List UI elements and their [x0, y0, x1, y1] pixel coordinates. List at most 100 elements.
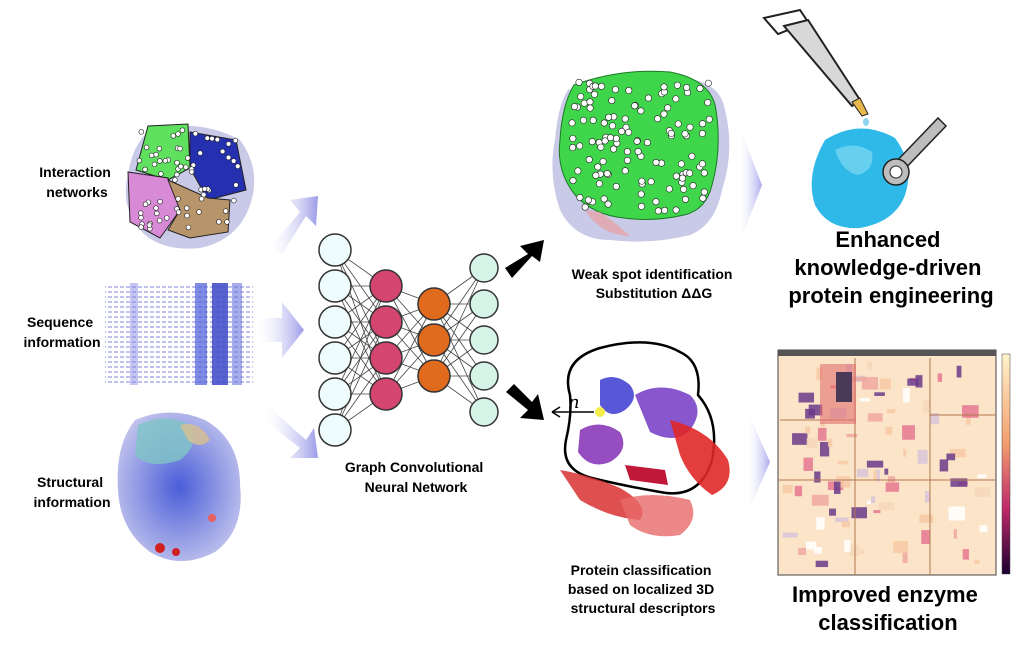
graph-node-dot — [699, 194, 707, 202]
graph-node-dot — [644, 94, 652, 102]
heatmap-cell — [819, 441, 830, 457]
graph-node-dot — [667, 129, 675, 137]
graph-node-dot — [577, 93, 585, 101]
graph-node-dot — [154, 210, 160, 217]
heatmap-cell — [874, 392, 885, 396]
graph-node-dot — [606, 134, 614, 142]
graph-node-dot — [175, 209, 182, 215]
network-node-layer-1 — [318, 341, 352, 375]
graph-node-dot — [183, 164, 189, 170]
heatmap-cell — [866, 460, 884, 468]
heatmap-cell — [816, 367, 823, 381]
graph-node-dot — [575, 78, 583, 86]
graph-node-dot — [599, 157, 607, 165]
heatmap-cell — [803, 457, 813, 471]
graph-node-dot — [153, 205, 159, 211]
graph-node-dot — [681, 195, 689, 203]
heatmap-cell — [946, 453, 956, 461]
network-edge — [433, 267, 485, 377]
graph-node-dot — [643, 139, 651, 147]
graph-node-dot — [638, 177, 646, 185]
enzyme-result-title: Improved enzyme classification — [792, 582, 984, 635]
graph-node-dot — [679, 174, 687, 182]
graph-node-dot — [672, 95, 680, 103]
structural-surface-image — [117, 412, 241, 561]
graph-node-dot — [580, 99, 588, 107]
heatmap-colorbar — [1001, 353, 1011, 575]
graph-node-dot — [175, 131, 181, 137]
graph-node-dot — [151, 161, 158, 168]
graph-node-dot — [699, 120, 707, 128]
graph-node-dot — [600, 195, 608, 203]
graph-node-dot — [603, 170, 611, 178]
classification-caption: Protein classification based on localize… — [568, 562, 718, 616]
heatmap-cell — [850, 376, 867, 381]
heatmap-cell — [814, 546, 823, 554]
heatmap-cell — [917, 449, 928, 464]
graph-node-dot — [209, 135, 215, 142]
network-node-layer-1 — [318, 233, 352, 267]
graph-node-dot — [576, 142, 584, 150]
graph-node-dot — [174, 171, 180, 178]
heatmap-cell — [782, 532, 798, 538]
graph-node-dot — [232, 137, 239, 144]
graph-node-dot — [197, 150, 203, 156]
graph-node-dot — [216, 219, 222, 225]
engineering-result-title: Enhanced knowledge-driven protein engine… — [788, 227, 993, 308]
heatmap-cell — [873, 470, 877, 480]
graph-node-dot — [654, 115, 662, 123]
graph-node-dot — [597, 143, 605, 151]
heatmap-cell — [879, 378, 891, 390]
enzyme-classification-heatmap — [777, 349, 997, 576]
graph-node-dot — [589, 116, 597, 124]
graph-node-dot — [224, 219, 230, 225]
graph-node-dot — [225, 141, 232, 147]
input-arrows — [258, 196, 318, 458]
heatmap-cell — [844, 539, 851, 552]
heatmap-cell — [902, 388, 910, 403]
graph-node-dot — [177, 145, 183, 152]
graph-node-dot — [698, 130, 706, 138]
heatmap-cell — [820, 422, 825, 427]
graph-node-dot — [142, 166, 148, 173]
heatmap-cell — [805, 426, 811, 434]
graph-node-dot — [605, 113, 613, 121]
graph-node-dot — [184, 212, 190, 219]
protein-ribbon-image — [551, 341, 730, 537]
network-node-layer-2 — [369, 269, 403, 303]
graph-node-dot — [700, 188, 708, 196]
graph-node-dot — [138, 129, 144, 135]
label-sequence-information: Sequence information — [24, 314, 101, 350]
heatmap-cell — [814, 471, 821, 483]
graph-node-dot — [664, 104, 672, 112]
heatmap-cell — [815, 560, 829, 568]
heatmap-cell — [893, 540, 909, 553]
network-node-layer-1 — [318, 413, 352, 447]
graph-node-dot — [574, 167, 582, 175]
graph-node-dot — [231, 158, 237, 164]
heatmap-cell — [806, 541, 817, 550]
heatmap-cell — [884, 468, 889, 475]
graph-node-dot — [660, 83, 668, 91]
result-arrow-upper — [740, 128, 762, 242]
graph-node-dot — [576, 193, 584, 201]
heatmap-cell — [919, 514, 934, 523]
graph-node-dot — [231, 197, 237, 204]
heatmap-cell — [887, 476, 896, 483]
graph-node-dot — [677, 160, 685, 168]
graph-node-dot — [581, 203, 589, 211]
graph-node-dot — [598, 82, 606, 90]
heatmap-cell — [849, 544, 860, 557]
graph-node-dot — [704, 99, 712, 107]
graph-node-dot — [590, 90, 598, 98]
heatmap-cell — [867, 361, 872, 371]
graph-node-dot — [586, 104, 594, 112]
graph-node-dot — [192, 130, 199, 137]
heatmap-cell — [808, 404, 823, 416]
graph-node-dot — [235, 163, 241, 169]
network-caption: Graph Convolutional Neural Network — [345, 459, 487, 495]
heatmap-cell — [833, 481, 841, 494]
graph-node-dot — [604, 200, 612, 208]
heatmap-cell — [798, 547, 807, 556]
heatmap-cell — [876, 469, 880, 482]
